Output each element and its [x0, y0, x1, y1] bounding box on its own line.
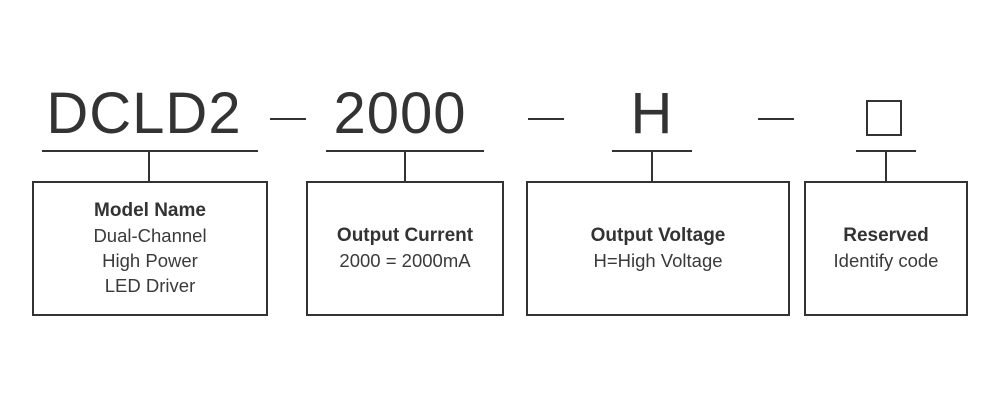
box-description: H=High Voltage — [593, 248, 722, 273]
description-line: High Power — [102, 250, 198, 271]
separator-dash — [758, 118, 794, 120]
description-line: LED Driver — [104, 275, 196, 296]
box-description: Dual-Channel High Power LED Driver — [93, 223, 206, 298]
connector-model-name — [148, 151, 150, 182]
code-model-name: DCLD2 — [46, 81, 242, 146]
separator-dash — [270, 118, 306, 120]
box-title: Reserved — [843, 225, 929, 246]
box-description: 2000 = 2000mA — [339, 248, 470, 273]
description-line: 2000 = 2000mA — [339, 250, 471, 271]
connector-output-voltage — [651, 151, 653, 182]
description-line: H=High Voltage — [593, 250, 723, 271]
connector-reserved — [885, 151, 887, 182]
box-title: Model Name — [94, 200, 206, 221]
box-reserved: Reserved Identify code — [804, 181, 968, 316]
description-line: Identify code — [833, 250, 939, 271]
box-title: Output Current — [336, 225, 474, 246]
separator-dash — [528, 118, 564, 120]
box-description: Identify code — [834, 248, 939, 273]
connector-output-current — [404, 151, 406, 182]
underline-model-name — [42, 150, 258, 152]
box-title: Output Voltage — [590, 225, 726, 246]
box-output-current: Output Current 2000 = 2000mA — [306, 181, 504, 316]
code-output-voltage: H — [630, 81, 674, 146]
description-line: Dual-Channel — [93, 225, 207, 246]
code-output-current: 2000 — [333, 81, 467, 146]
box-output-voltage: Output Voltage H=High Voltage — [526, 181, 790, 316]
code-reserved-square-icon — [866, 100, 902, 136]
box-model-name: Model Name Dual-Channel High Power LED D… — [32, 181, 268, 316]
